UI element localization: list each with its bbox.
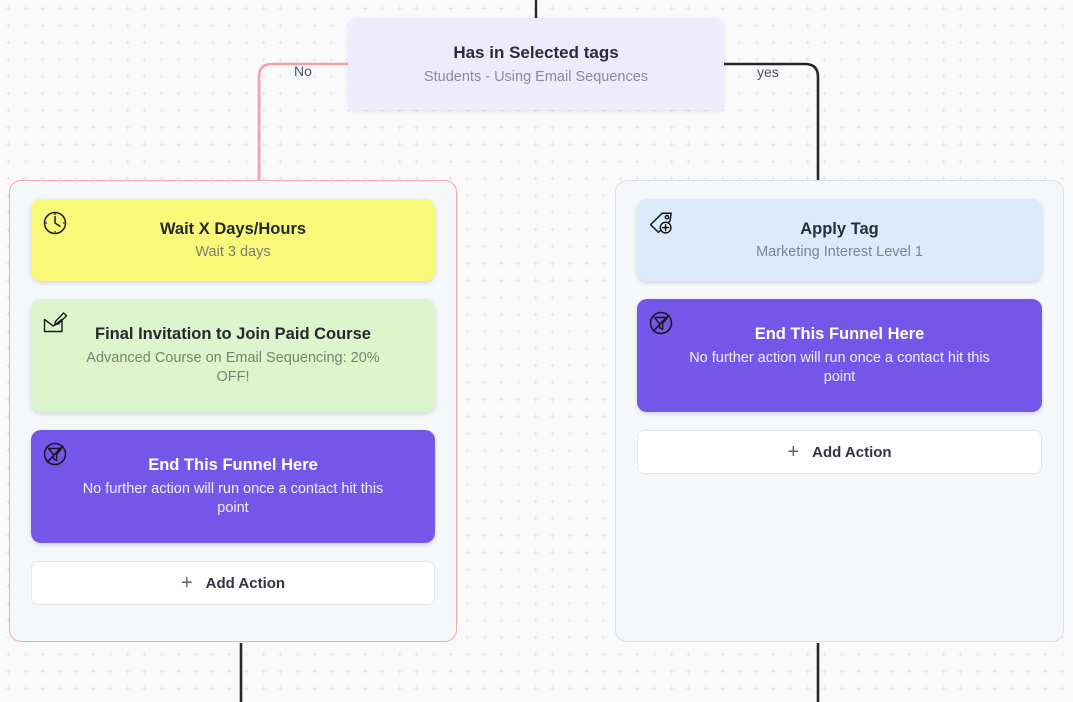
action-card-subtitle: Wait 3 days <box>195 243 271 260</box>
trigger-node-title: Has in Selected tags <box>453 42 619 62</box>
tag-plus-icon <box>648 210 674 236</box>
action-card-apply-tag[interactable]: Apply Tag Marketing Interest Level 1 <box>637 199 1042 281</box>
action-card-subtitle: Advanced Course on Email Sequencing: 20%… <box>86 349 380 386</box>
action-card-title: Final Invitation to Join Paid Course <box>95 325 371 344</box>
edge-label-yes: yes <box>757 64 779 80</box>
action-card-subtitle: No further action will run once a contac… <box>689 349 990 386</box>
action-card-end-funnel[interactable]: End This Funnel Here No further action w… <box>637 299 1042 412</box>
add-action-button-no[interactable]: + Add Action <box>31 561 435 605</box>
end-funnel-icon <box>42 441 68 467</box>
action-card-send-email[interactable]: Final Invitation to Join Paid Course Adv… <box>31 299 435 412</box>
action-card-subtitle: Marketing Interest Level 1 <box>756 243 923 260</box>
compose-email-icon <box>42 310 68 336</box>
add-action-button-yes[interactable]: + Add Action <box>637 430 1042 474</box>
branch-container-yes[interactable]: Apply Tag Marketing Interest Level 1 End… <box>615 180 1064 642</box>
action-card-end-funnel[interactable]: End This Funnel Here No further action w… <box>31 430 435 543</box>
clock-icon <box>42 210 68 236</box>
branch-container-no[interactable]: Wait X Days/Hours Wait 3 days Final Invi… <box>9 180 457 642</box>
action-card-title: Wait X Days/Hours <box>159 219 307 238</box>
end-funnel-icon <box>648 310 674 336</box>
action-card-title: End This Funnel Here <box>148 456 318 475</box>
action-card-title: Apply Tag <box>800 219 879 238</box>
add-action-label: Add Action <box>812 443 892 461</box>
action-card-subtitle: No further action will run once a contac… <box>82 480 384 517</box>
edge-label-no: No <box>294 63 312 79</box>
plus-icon: + <box>180 572 193 594</box>
plus-icon: + <box>787 441 800 463</box>
trigger-node-subtitle: Students - Using Email Sequences <box>423 68 649 85</box>
action-card-wait[interactable]: Wait X Days/Hours Wait 3 days <box>31 199 435 281</box>
add-action-label: Add Action <box>205 574 286 592</box>
action-card-title: End This Funnel Here <box>754 325 925 344</box>
trigger-node[interactable]: Has in Selected tags Students - Using Em… <box>348 18 724 110</box>
